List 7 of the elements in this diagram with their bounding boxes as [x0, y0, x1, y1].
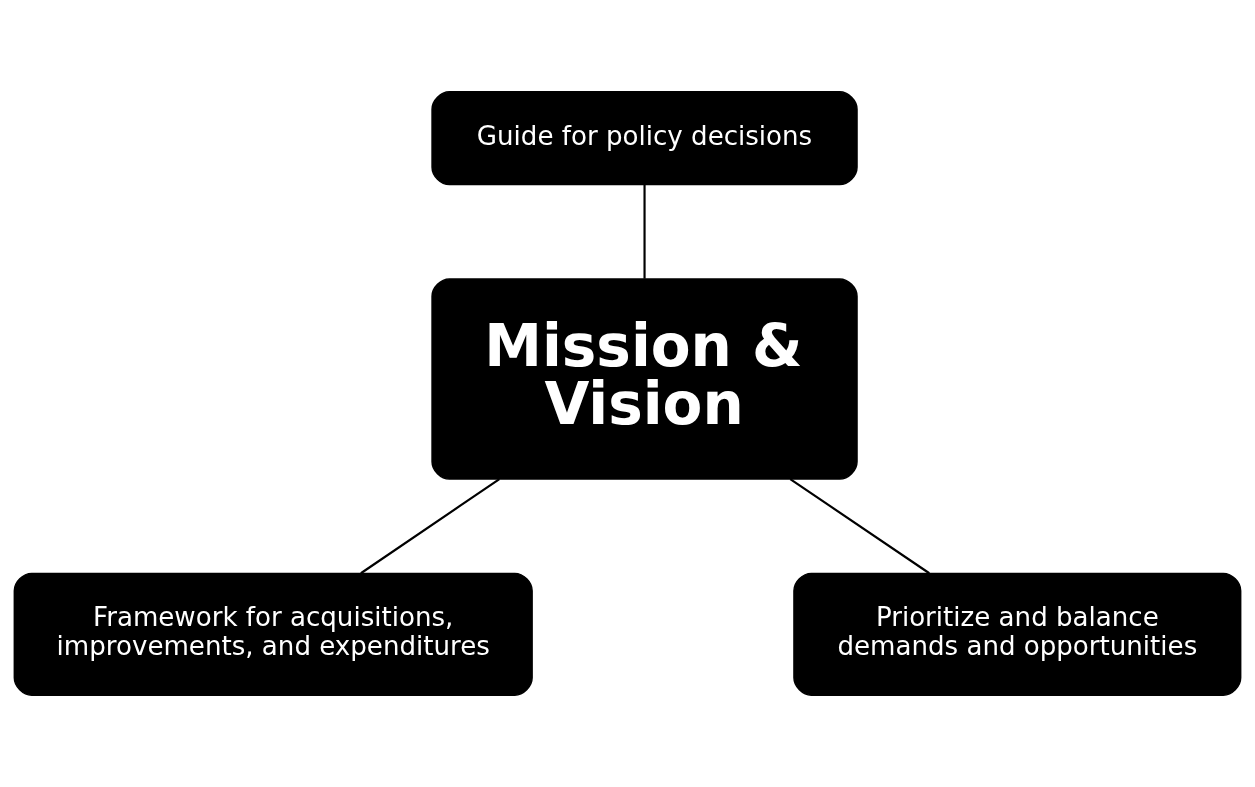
node-box: Mission & Vision [431, 278, 858, 480]
node-box: Guide for policy decisions [431, 91, 858, 186]
node-box: Prioritize and balance demands and opportunities [793, 572, 1242, 696]
node-box: Framework for acquisitions, improvements, and expenditures [13, 572, 533, 696]
connector [360, 478, 500, 575]
connector [789, 478, 930, 575]
connector [643, 184, 646, 279]
